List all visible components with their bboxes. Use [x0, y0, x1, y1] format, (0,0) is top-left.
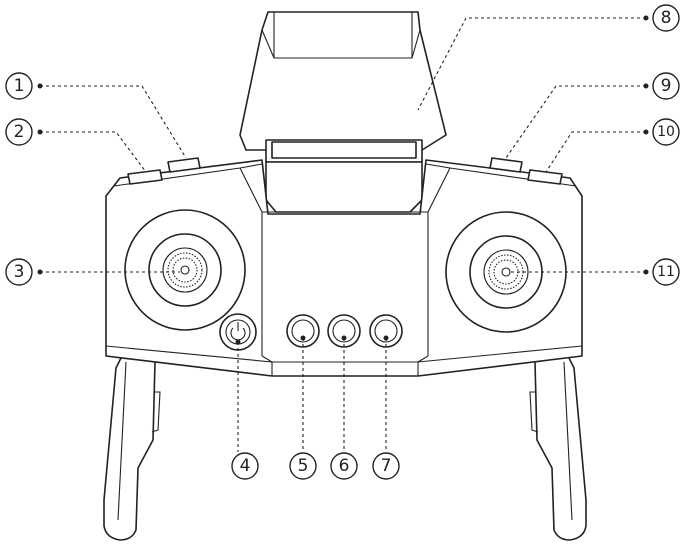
callout-5-label: 5 — [298, 456, 309, 476]
phone-holder — [239, 11, 447, 213]
callout-10: 10 — [652, 118, 680, 146]
function-button-3 — [369, 314, 403, 348]
callout-7: 7 — [372, 452, 400, 480]
right-trigger-button — [527, 169, 563, 185]
left-shoulder-button — [167, 157, 201, 173]
right-joystick — [445, 211, 567, 333]
right-antenna — [529, 355, 587, 541]
callout-4: 4 — [231, 452, 259, 480]
callout-9: 9 — [652, 72, 680, 100]
callout-10-label: 10 — [657, 124, 675, 140]
left-joystick — [124, 209, 246, 331]
callout-4-label: 4 — [240, 456, 251, 476]
callout-11: 11 — [652, 258, 680, 286]
callout-1: 1 — [5, 72, 33, 100]
callout-5: 5 — [289, 452, 317, 480]
callout-7-label: 7 — [381, 456, 392, 476]
callout-8-label: 8 — [661, 8, 672, 28]
callout-2: 2 — [5, 118, 33, 146]
callout-8: 8 — [652, 4, 680, 32]
callout-9-label: 9 — [661, 76, 672, 96]
callout-1-label: 1 — [14, 76, 25, 96]
callout-3: 3 — [5, 258, 33, 286]
callout-6-label: 6 — [339, 456, 350, 476]
callout-6: 6 — [330, 452, 358, 480]
function-button-2 — [327, 314, 361, 348]
function-button-1 — [286, 314, 320, 348]
left-trigger-button — [127, 169, 163, 185]
right-shoulder-button — [489, 157, 523, 173]
power-button — [219, 313, 257, 351]
callout-11-label: 11 — [657, 264, 675, 280]
callout-3-label: 3 — [14, 262, 25, 282]
left-antenna — [103, 355, 161, 541]
leader-lines — [37, 15, 649, 452]
callout-2-label: 2 — [14, 122, 25, 142]
